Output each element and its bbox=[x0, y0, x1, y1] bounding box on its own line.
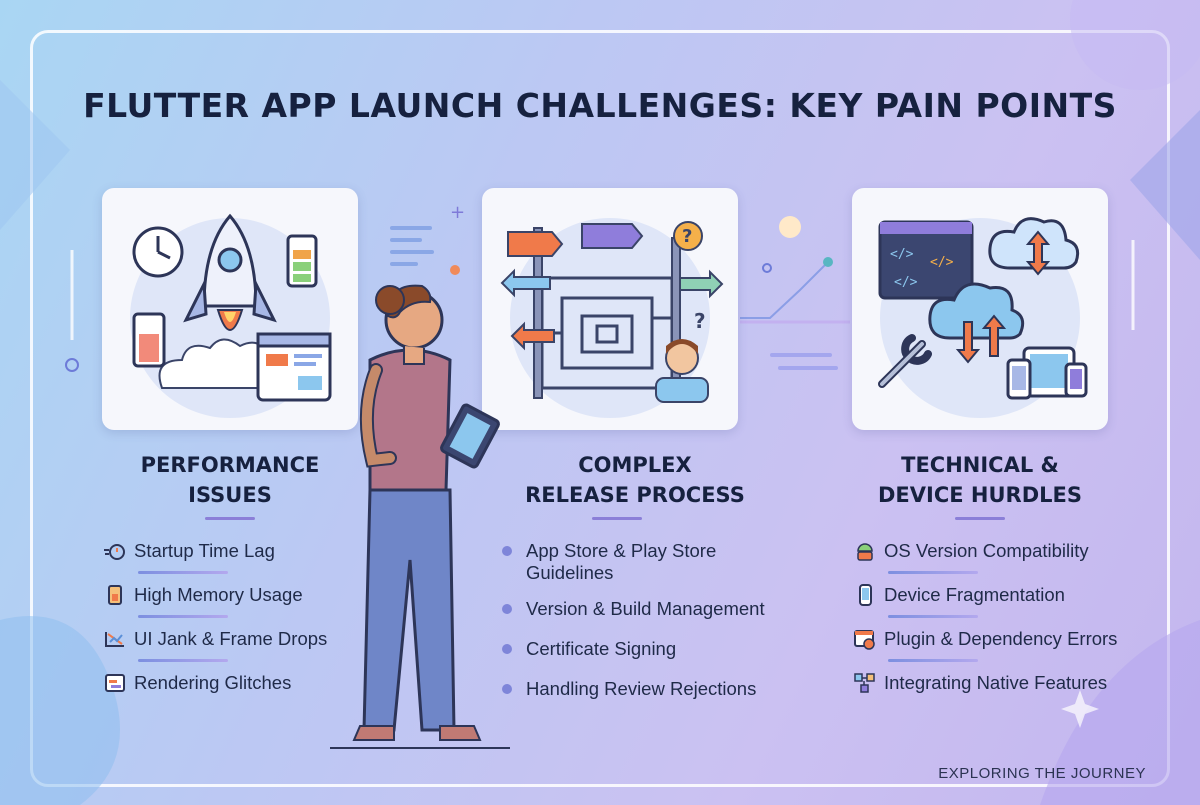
item-label: Integrating Native Features bbox=[884, 672, 1108, 693]
heading-line: ISSUES bbox=[188, 483, 272, 507]
heading-line: PERFORMANCE bbox=[140, 453, 320, 477]
item-label: Plugin & Dependency Errors bbox=[884, 628, 1118, 649]
footer-label: EXPLORING THE JOURNEY bbox=[938, 765, 1146, 782]
list-item: Certificate Signing bbox=[494, 638, 676, 660]
technical-heading: TECHNICAL & DEVICE HURDLES bbox=[852, 450, 1108, 510]
item-divider bbox=[138, 615, 228, 618]
item-label: High Memory Usage bbox=[134, 584, 303, 605]
heading-line: TECHNICAL & bbox=[901, 453, 1059, 477]
list-item: High Memory Usage bbox=[104, 584, 303, 618]
release-heading: COMPLEX RELEASE PROCESS bbox=[500, 450, 770, 510]
bullet-dot bbox=[502, 644, 512, 654]
memory-chip-icon bbox=[104, 584, 134, 606]
svg-text:</>: </> bbox=[894, 275, 918, 290]
signpost-maze-icon: ? ? bbox=[500, 218, 724, 418]
bullet-dot bbox=[502, 684, 512, 694]
item-label: App Store & Play Store bbox=[526, 540, 717, 561]
list-item: Rendering Glitches bbox=[104, 672, 291, 694]
list-item: Startup Time Lag bbox=[104, 540, 275, 574]
item-label: OS Version Compatibility bbox=[884, 540, 1089, 561]
glitch-window-icon bbox=[104, 672, 134, 694]
list-item: UI Jank & Frame Drops bbox=[104, 628, 328, 662]
page-title: FLUTTER APP LAUNCH CHALLENGES: KEY PAIN … bbox=[83, 86, 1117, 125]
list-item: Handling Review Rejections bbox=[494, 678, 756, 700]
item-label: UI Jank & Frame Drops bbox=[134, 628, 328, 649]
list-item: OS Version Compatibility bbox=[854, 540, 1089, 574]
technical-card: </> </> </> bbox=[852, 188, 1108, 430]
stopwatch-icon bbox=[104, 540, 134, 562]
item-label: Version & Build Management bbox=[526, 598, 765, 619]
svg-text:+: + bbox=[450, 202, 465, 223]
svg-text:</>: </> bbox=[930, 255, 954, 270]
plugin-error-icon bbox=[854, 628, 884, 650]
svg-text:?: ? bbox=[682, 226, 692, 247]
item-divider bbox=[888, 615, 978, 618]
item-divider bbox=[138, 659, 228, 662]
item-label: Rendering Glitches bbox=[134, 672, 292, 693]
bullet-dot bbox=[502, 604, 512, 614]
android-icon bbox=[854, 540, 884, 562]
list-item: Integrating Native Features bbox=[854, 672, 1107, 694]
svg-text:</>: </> bbox=[890, 247, 914, 262]
frame-drop-icon bbox=[104, 628, 134, 650]
item-divider bbox=[138, 571, 228, 574]
cloud-code-devices-icon: </> </> </> bbox=[878, 217, 1088, 418]
heading-line: COMPLEX bbox=[578, 453, 692, 477]
list-item: Device Fragmentation bbox=[854, 584, 1065, 618]
border-frame bbox=[30, 30, 1170, 787]
item-divider bbox=[888, 659, 978, 662]
heading-underline bbox=[205, 517, 255, 520]
performance-card bbox=[102, 188, 358, 430]
item-label: Device Fragmentation bbox=[884, 584, 1065, 605]
heading-underline bbox=[955, 517, 1005, 520]
bullet-dot bbox=[502, 546, 512, 556]
item-label-continued: Guidelines bbox=[526, 562, 614, 583]
svg-text:?: ? bbox=[694, 309, 706, 333]
list-item: Plugin & Dependency Errors bbox=[854, 628, 1118, 662]
item-label: Startup Time Lag bbox=[134, 540, 275, 561]
heading-line: DEVICE HURDLES bbox=[878, 483, 1082, 507]
item-label: Certificate Signing bbox=[526, 638, 677, 659]
item-label: Handling Review Rejections bbox=[526, 678, 757, 699]
native-blocks-icon bbox=[854, 672, 884, 694]
woman-holding-tablet-illustration bbox=[330, 284, 510, 749]
phone-icon bbox=[854, 584, 884, 606]
heading-underline bbox=[592, 517, 642, 520]
rocket-launch-icon bbox=[130, 213, 332, 418]
heading-line: RELEASE PROCESS bbox=[525, 483, 745, 507]
performance-heading: PERFORMANCE ISSUES bbox=[102, 450, 358, 510]
release-card: ? ? bbox=[482, 188, 738, 430]
list-item: Version & Build Management bbox=[494, 598, 765, 620]
item-divider bbox=[888, 571, 978, 574]
